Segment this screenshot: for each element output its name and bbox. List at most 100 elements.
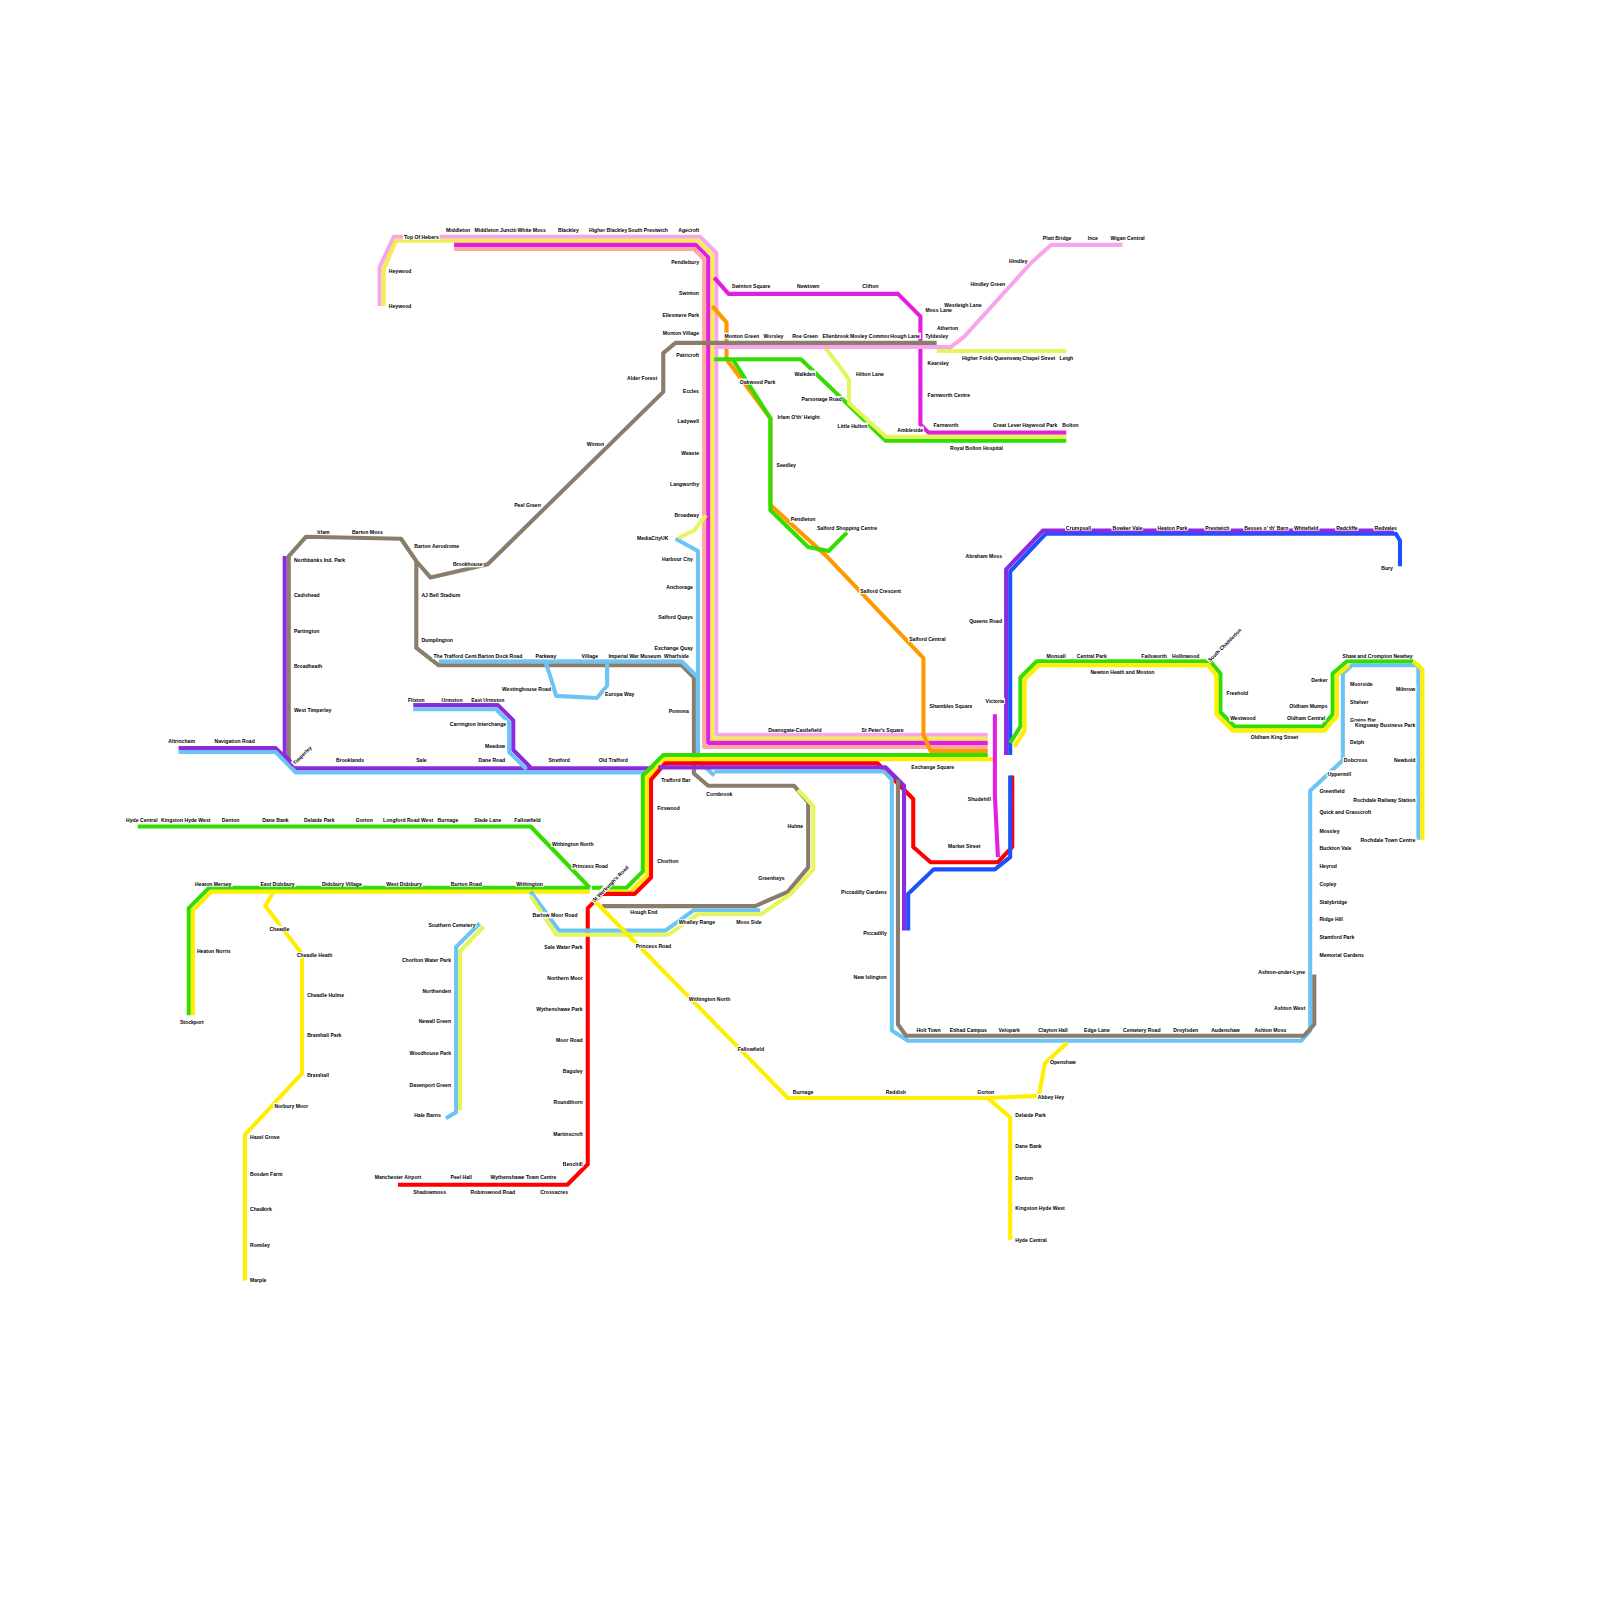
station-label: Stockport [179,1019,205,1025]
station-label: Delph [1349,739,1365,745]
station-label: Stalybridge [1318,899,1348,905]
station-label: Clifton [861,283,879,289]
station-label: Copley [1318,881,1337,887]
station-label: Hale Barns [413,1112,442,1118]
station-label: Ashton-under-Lyne [1257,969,1306,975]
station-label: Hindley [1008,258,1028,264]
station-label: Ellesmere Park [661,312,700,318]
station-label: Abbey Hey [1037,1094,1065,1100]
station-label: Parkway [535,653,558,659]
station-label: Newton Heath and Moston [1089,669,1155,675]
station-label: Martinscroft [552,1131,584,1137]
station-label: Pendleton [790,516,817,522]
station-label: Swinton Square [731,283,772,289]
station-label: Prestwich [1204,524,1230,530]
station-label: Higher Folds [961,355,994,361]
station-label: Roundthorn [552,1099,583,1105]
station-label: Moorside [1349,681,1374,687]
station-label: Swinton [678,290,700,296]
station-label: Mosley Common [849,333,892,339]
station-label: Navigation Road [214,738,256,744]
station-label: Holt Town [915,1027,941,1033]
station-label: Bramhall [306,1071,330,1077]
station-label: Denton [1014,1174,1034,1180]
station-label: Crumpsall [1065,524,1092,530]
station-label: Imperial War Museum [607,653,662,659]
station-label: Pomona [668,708,690,714]
station-label: Whitefield [1293,524,1319,530]
station-label: Deansgate-Castlefield [767,727,822,733]
station-label: Westinghouse Road [501,686,552,692]
station-label: St Werburgh's Road [590,864,630,904]
station-label: Monton Village [662,330,700,336]
station-label: Princess Road [571,863,608,869]
station-label: Barton Dock Road [477,653,524,659]
station-label: Kearsley [927,360,950,366]
station-label: Etihad Campus [949,1027,988,1033]
station-label: Patricroft [675,352,700,358]
station-label: Delaide Park [303,817,336,823]
station-label: Tyldesley [924,333,949,339]
station-label: Oldham King Street [1250,734,1300,740]
station-label: Peel Green [513,502,542,508]
station-label: Exchange Quay [654,645,694,651]
station-label: Gorton [355,817,374,823]
station-label: Seedley [776,462,797,468]
station-label: Westleigh Lane [943,302,982,308]
station-label: Benchill [562,1161,584,1167]
station-label: Shelver [1349,699,1369,705]
station-label: Burnage [437,817,460,823]
station-label: Harbour City [661,556,694,562]
station-label: MediaCityUK [636,535,670,541]
station-label: Langworthy [669,481,700,487]
station-label: Burnage [792,1089,815,1095]
station-label: Uppermill [1327,770,1353,776]
station-label: Clayton Hall [1037,1027,1069,1033]
station-label: Carrington Interchange [449,720,507,726]
station-label: Slade Lane [473,817,502,823]
station-label: Audenshaw [1210,1027,1241,1033]
station-label: Bramhall Park [306,1032,342,1038]
station-label: Royal Bolton Hospital [949,445,1004,451]
station-label: Hulme [786,822,804,828]
station-label: Heaton Norris [196,948,232,954]
station-label: Europa Way [604,691,635,697]
station-label: Eccles [682,388,700,394]
station-label: Freehold [1226,690,1250,696]
station-label: Hilton Lane [855,370,885,376]
station-label: Radcliffe [1335,524,1359,530]
station-label: Old Trafford [598,757,629,763]
station-label: Barlow Moor Road [531,912,578,918]
station-label: Robinswood Road [469,1189,516,1195]
station-label: Meadow [484,743,506,749]
station-label: Parsonage Road [801,396,843,402]
station-label: Newtown [796,283,820,289]
station-label: Monton Green [724,333,761,339]
station-label: Norbury Moor [273,1103,309,1109]
station-label: Winton [586,441,605,447]
station-label: Irlam O'th' Height [777,414,821,420]
station-label: Stretford [547,757,571,763]
station-label: Partington [293,628,321,634]
station-label: Withington North [688,996,732,1002]
station-label: Greenheys [757,874,785,880]
station-label: Romiley [249,1242,271,1248]
station-label: Droylsden [1172,1027,1199,1033]
station-label: Heywood [388,303,413,309]
station-label: Wythenshawe Town Centre [490,1173,558,1179]
station-label: Central Park [1076,653,1108,659]
station-label: Peel Hall [450,1173,473,1179]
station-label: Heyrod [1318,863,1338,869]
station-label: Brookhouse [452,561,484,567]
station-label: Woodhouse Park [408,1050,452,1056]
station-label: Bosden Farm [249,1170,284,1176]
station-label: Ladywell [676,418,700,424]
station-label: Moss Side [735,919,762,925]
station-label: Hough End [629,909,658,915]
station-label: Chadkirk [249,1206,273,1212]
station-label: Fallowfield [513,817,541,823]
station-label: Denton [221,817,241,823]
station-label: Ashton Moss [1253,1027,1287,1033]
station-label: Redvales [1373,524,1397,530]
station-label: Reddish [885,1089,907,1095]
